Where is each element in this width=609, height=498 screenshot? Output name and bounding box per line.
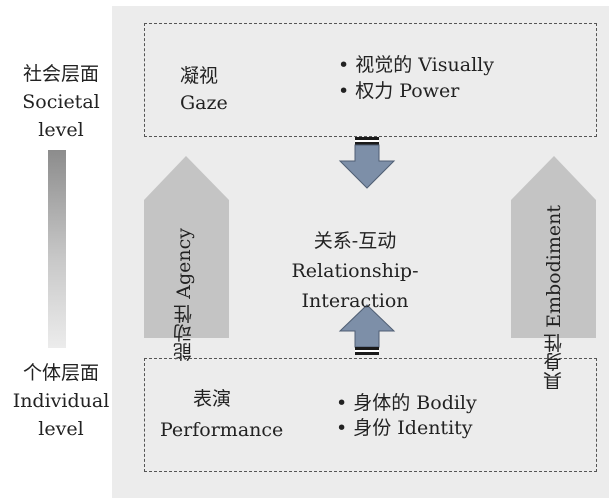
gaze-item-visually: • 视觉的 Visually xyxy=(338,54,494,76)
performance-title-zh: 表演 xyxy=(193,388,232,410)
performance-title-en: Performance xyxy=(160,419,284,441)
relationship-interaction-label: 关系-互动 Relationship- Interaction xyxy=(280,226,430,316)
societal-level-en-2: level xyxy=(38,119,84,141)
individual-level-en-1: Individual xyxy=(12,390,110,412)
individual-level-zh: 个体层面 xyxy=(22,362,99,384)
gaze-title-en: Gaze xyxy=(180,92,228,114)
embodiment-arrow xyxy=(511,156,596,338)
individual-level-en-2: level xyxy=(38,418,84,440)
center-line-en-1: Relationship- xyxy=(291,260,419,282)
gaze-box xyxy=(144,23,597,137)
agency-label: 能动性 Agency xyxy=(173,228,195,362)
up-arrow-small xyxy=(338,304,396,355)
performance-item-identity: • 身份 Identity xyxy=(336,417,473,439)
agency-arrow xyxy=(144,156,229,338)
societal-level-zh: 社会层面 xyxy=(22,63,99,85)
center-line-zh: 关系-互动 xyxy=(313,230,397,252)
center-line-en-2: Interaction xyxy=(301,290,409,312)
gaze-title-zh: 凝视 xyxy=(180,65,219,87)
performance-box xyxy=(144,358,597,472)
down-arrow-small xyxy=(338,137,396,189)
individual-level-label: 个体层面 Individual level xyxy=(0,359,122,443)
gaze-item-power: • 权力 Power xyxy=(338,80,460,102)
level-gradient-bar xyxy=(48,150,66,348)
societal-level-en-1: Societal xyxy=(22,91,100,113)
performance-item-bodily: • 身体的 Bodily xyxy=(336,392,477,414)
societal-level-label: 社会层面 Societal level xyxy=(0,60,122,144)
